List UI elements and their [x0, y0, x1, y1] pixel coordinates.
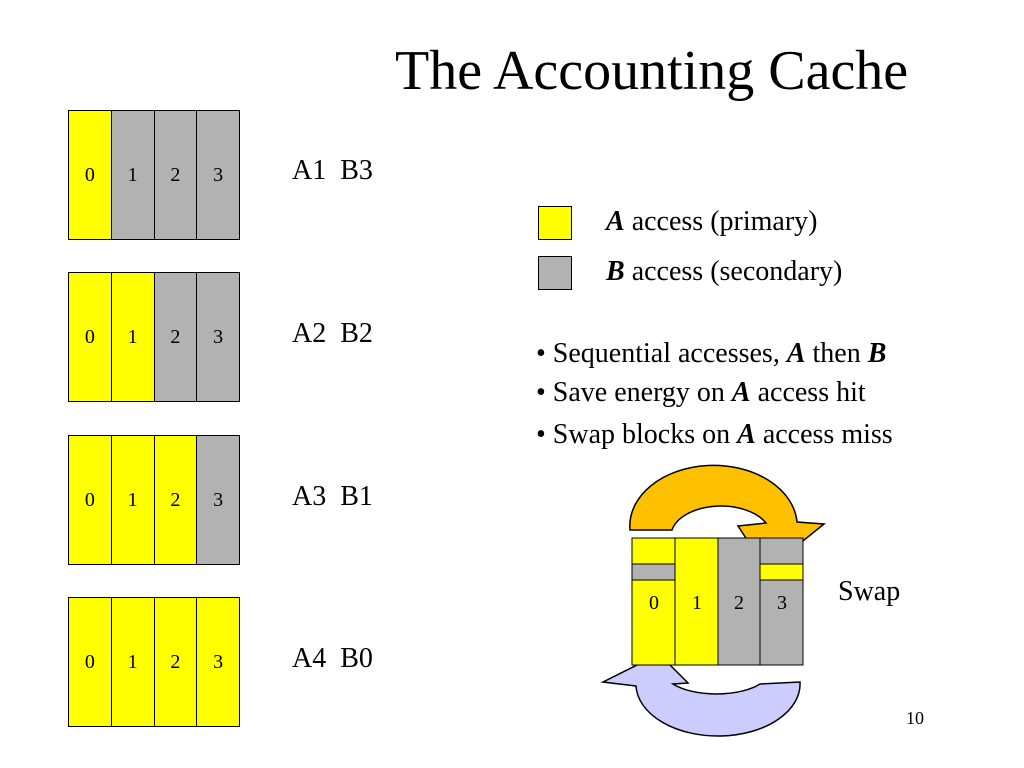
bullet-emphasis: A	[731, 377, 751, 408]
cache-way-1: 1	[110, 597, 155, 727]
swap-way-3	[759, 579, 804, 666]
bullet-2: • Save energy on A access hit	[536, 375, 866, 411]
cache-label-2: A2 B2	[292, 318, 373, 350]
cache-way-0: 0	[68, 597, 112, 727]
legend-text: access (secondary)	[624, 256, 843, 287]
bullet-text: access miss	[755, 419, 893, 450]
cache-config-1: 0 1 2 3	[68, 110, 240, 240]
bullet-1: • Sequential accesses, A then B	[536, 336, 886, 372]
swap-arrow-bottom-icon	[600, 653, 801, 737]
bullet-emphasis: B	[867, 338, 887, 369]
swap-way-3-top	[759, 537, 804, 565]
legend-swatch-primary	[538, 206, 572, 240]
cache-config-4: 0 1 2 3	[68, 597, 240, 727]
swap-way-0	[631, 579, 676, 666]
cache-way-1: 1	[110, 272, 155, 402]
cache-way-2: 2	[153, 110, 198, 240]
cache-way-2: 2	[153, 435, 198, 565]
secondary-count: B3	[340, 155, 373, 186]
primary-count: A4	[292, 643, 327, 674]
swap-way-label: 3	[777, 592, 787, 614]
swap-way-label: 0	[649, 592, 659, 614]
bullet-emphasis: A	[786, 338, 806, 369]
cache-label-4: A4 B0	[292, 643, 373, 675]
cache-way-0: 0	[68, 110, 112, 240]
secondary-count: B2	[340, 318, 373, 349]
cache-way-3: 3	[196, 272, 240, 402]
page-number: 10	[906, 708, 924, 728]
primary-count: A1	[292, 155, 327, 186]
cache-way-3: 3	[196, 597, 240, 727]
cache-way-0: 0	[68, 435, 112, 565]
primary-count: A3	[292, 481, 327, 512]
swap-label: Swap	[838, 576, 901, 607]
legend-key: B	[606, 256, 625, 287]
legend-swatch-secondary	[538, 256, 572, 290]
bullet-text: then	[805, 338, 868, 369]
bullet-text: • Save energy on	[536, 377, 732, 408]
cache-label-1: A1 B3	[292, 155, 373, 187]
cache-way-1: 1	[110, 435, 155, 565]
bullet-text: • Swap blocks on	[536, 419, 738, 450]
bullet-text: access hit	[750, 377, 866, 408]
swap-way-label: 2	[734, 592, 744, 614]
primary-count: A2	[292, 318, 327, 349]
cache-label-3: A3 B1	[292, 481, 373, 513]
swap-way-0-top	[631, 537, 676, 565]
swap-way-1	[674, 537, 719, 666]
legend-key: A	[606, 206, 625, 237]
cache-way-3: 3	[196, 435, 240, 565]
legend-text: access (primary)	[624, 206, 818, 237]
bullet-emphasis: A	[737, 419, 756, 450]
bullet-3: • Swap blocks on A access miss	[536, 417, 893, 453]
swap-way-0-secondary	[631, 563, 676, 581]
bullet-text: • Sequential accesses,	[536, 338, 787, 369]
legend-secondary: B access (secondary)	[606, 256, 842, 288]
slide-title: The Accounting Cache	[395, 40, 909, 102]
cache-config-2: 0 1 2 3	[68, 272, 240, 402]
legend-primary: A access (primary)	[606, 206, 817, 238]
swap-way-label: 1	[692, 592, 702, 614]
cache-config-3: 0 1 2 3	[68, 435, 240, 565]
secondary-count: B0	[340, 643, 373, 674]
cache-way-0: 0	[68, 272, 112, 402]
cache-way-2: 2	[153, 597, 198, 727]
cache-way-3: 3	[196, 110, 240, 240]
cache-way-2: 2	[153, 272, 198, 402]
secondary-count: B1	[340, 481, 373, 512]
swap-way-3-primary	[759, 563, 804, 581]
swap-cache: 0 1 2 3	[631, 537, 804, 666]
